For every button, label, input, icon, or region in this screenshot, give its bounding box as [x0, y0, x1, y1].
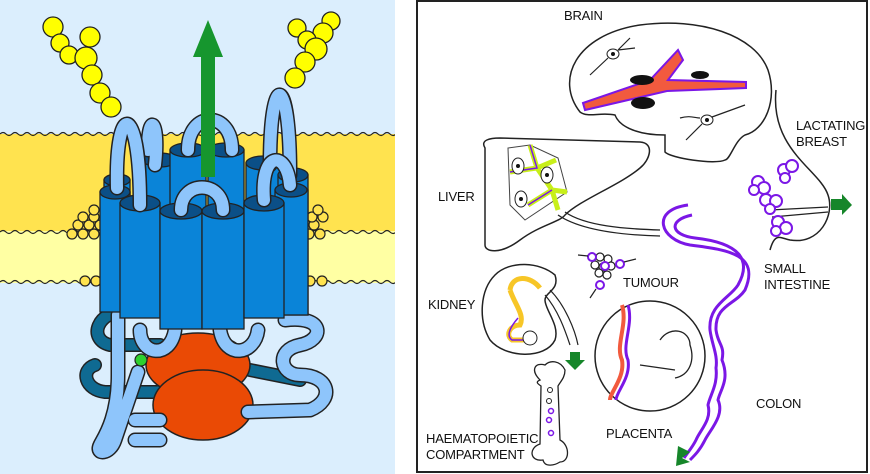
label-kidney: KIDNEY — [428, 297, 476, 312]
intracellular-loops — [93, 309, 332, 458]
pgp-svg — [0, 0, 395, 474]
lactating-breast: LACTATING BREAST — [748, 89, 866, 251]
label-colon: COLON — [756, 396, 801, 411]
urine-efflux-arrow — [565, 352, 585, 370]
label-breast: BREAST — [796, 134, 847, 149]
extracellular-loops-front — [110, 118, 296, 216]
label-compartment: COMPARTMENT — [426, 447, 525, 462]
milk-efflux-arrow — [831, 194, 852, 215]
tumour: TUMOUR — [577, 252, 679, 299]
tissue-distribution-diagram: BRAIN LIVER LACTATING BREAST — [416, 0, 870, 474]
label-haematopoietic: HAEMATOPOIETIC — [426, 431, 538, 446]
nbd2 — [152, 369, 254, 441]
tissue-svg: BRAIN LIVER LACTATING BREAST — [416, 0, 868, 473]
intestine: SMALL INTESTINE COLON — [661, 203, 831, 466]
front-helices — [119, 194, 285, 330]
label-tumour: TUMOUR — [623, 275, 679, 290]
label-liver: LIVER — [438, 189, 475, 204]
glycan-chain-left — [42, 16, 122, 118]
label-small: SMALL — [764, 261, 806, 276]
placenta: PLACENTA — [594, 300, 706, 441]
label-placenta: PLACENTA — [606, 426, 673, 441]
liver: LIVER — [438, 137, 661, 252]
label-brain: BRAIN — [564, 8, 603, 23]
faecal-efflux-arrow — [676, 446, 690, 466]
pgp-membrane-illustration — [0, 0, 395, 474]
haematopoietic-bone: HAEMATOPOIETIC COMPARTMENT — [426, 361, 569, 466]
label-lactating: LACTATING — [796, 118, 865, 133]
phosphorylation-site — [134, 353, 148, 367]
kidney: KIDNEY — [428, 263, 585, 370]
efflux-arrow — [193, 20, 223, 177]
label-intestine: INTESTINE — [764, 277, 831, 292]
glycan-chain-right — [284, 11, 341, 89]
brain: BRAIN — [564, 8, 773, 163]
